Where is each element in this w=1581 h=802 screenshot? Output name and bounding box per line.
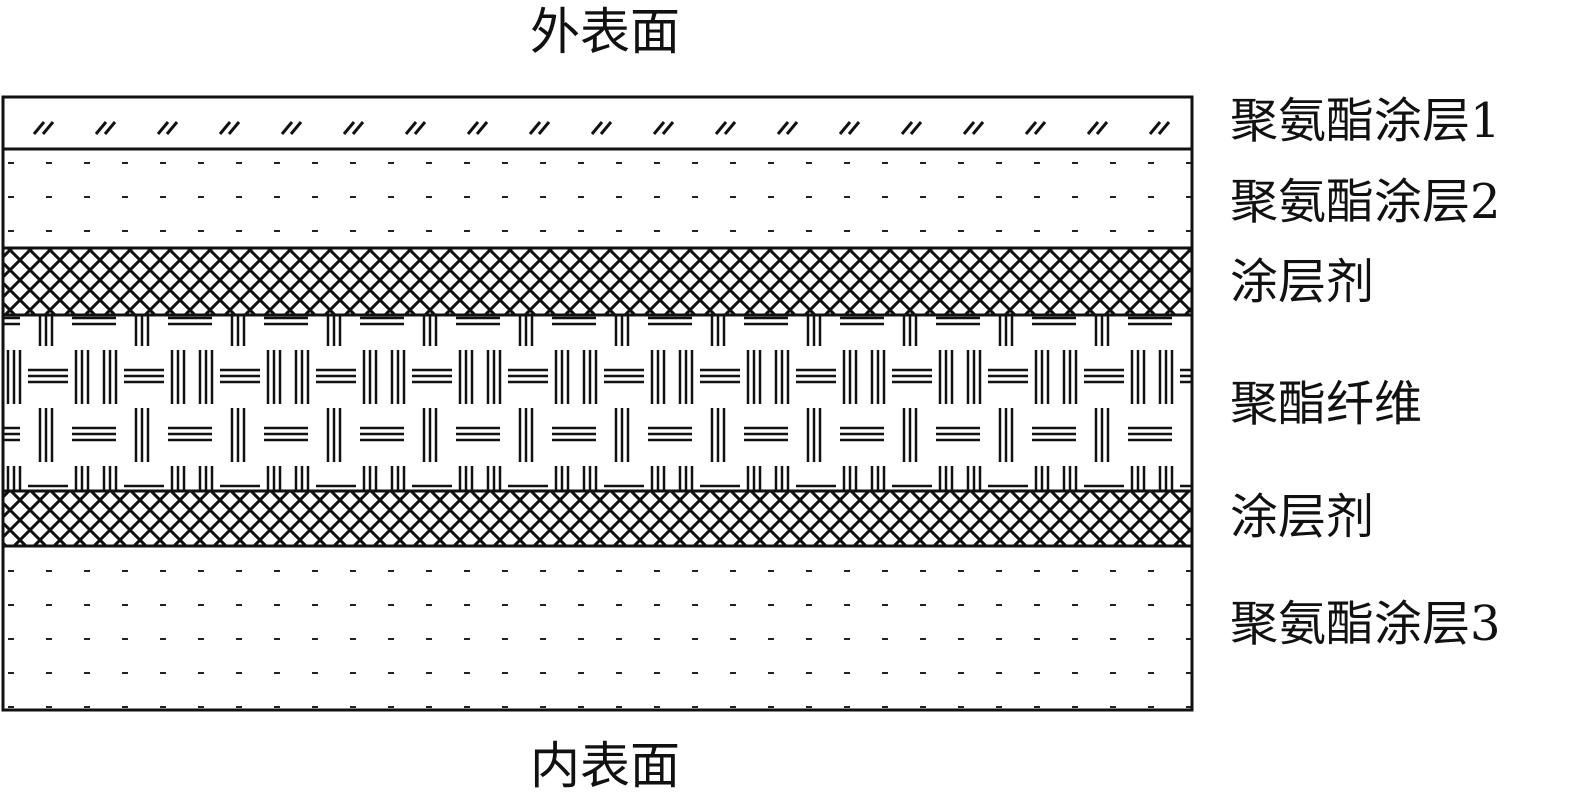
layer-polyurethane-coating-3 [3, 546, 1192, 710]
layer-label-polyurethane-3: 聚氨酯涂层3 [1230, 596, 1501, 652]
layer-label-polyester-fiber: 聚酯纤维 [1230, 376, 1423, 432]
layer-label-coating-agent-top: 涂层剂 [1230, 254, 1375, 310]
layer-polyurethane-coating-1 [3, 97, 1192, 149]
cross-section-outline [1, 95, 1194, 712]
layer-coating-agent-bottom [3, 491, 1192, 546]
layer-coating-agent-top [3, 248, 1192, 315]
outer-surface-label: 外表面 [530, 3, 680, 61]
layer-polyester-fiber [3, 315, 1192, 491]
layer-label-polyurethane-2: 聚氨酯涂层2 [1230, 174, 1501, 230]
layer-polyurethane-coating-2 [3, 149, 1192, 248]
layer-label-coating-agent-bottom: 涂层剂 [1230, 489, 1375, 545]
inner-surface-label: 内表面 [530, 737, 680, 795]
layer-label-polyurethane-1: 聚氨酯涂层1 [1230, 93, 1501, 149]
